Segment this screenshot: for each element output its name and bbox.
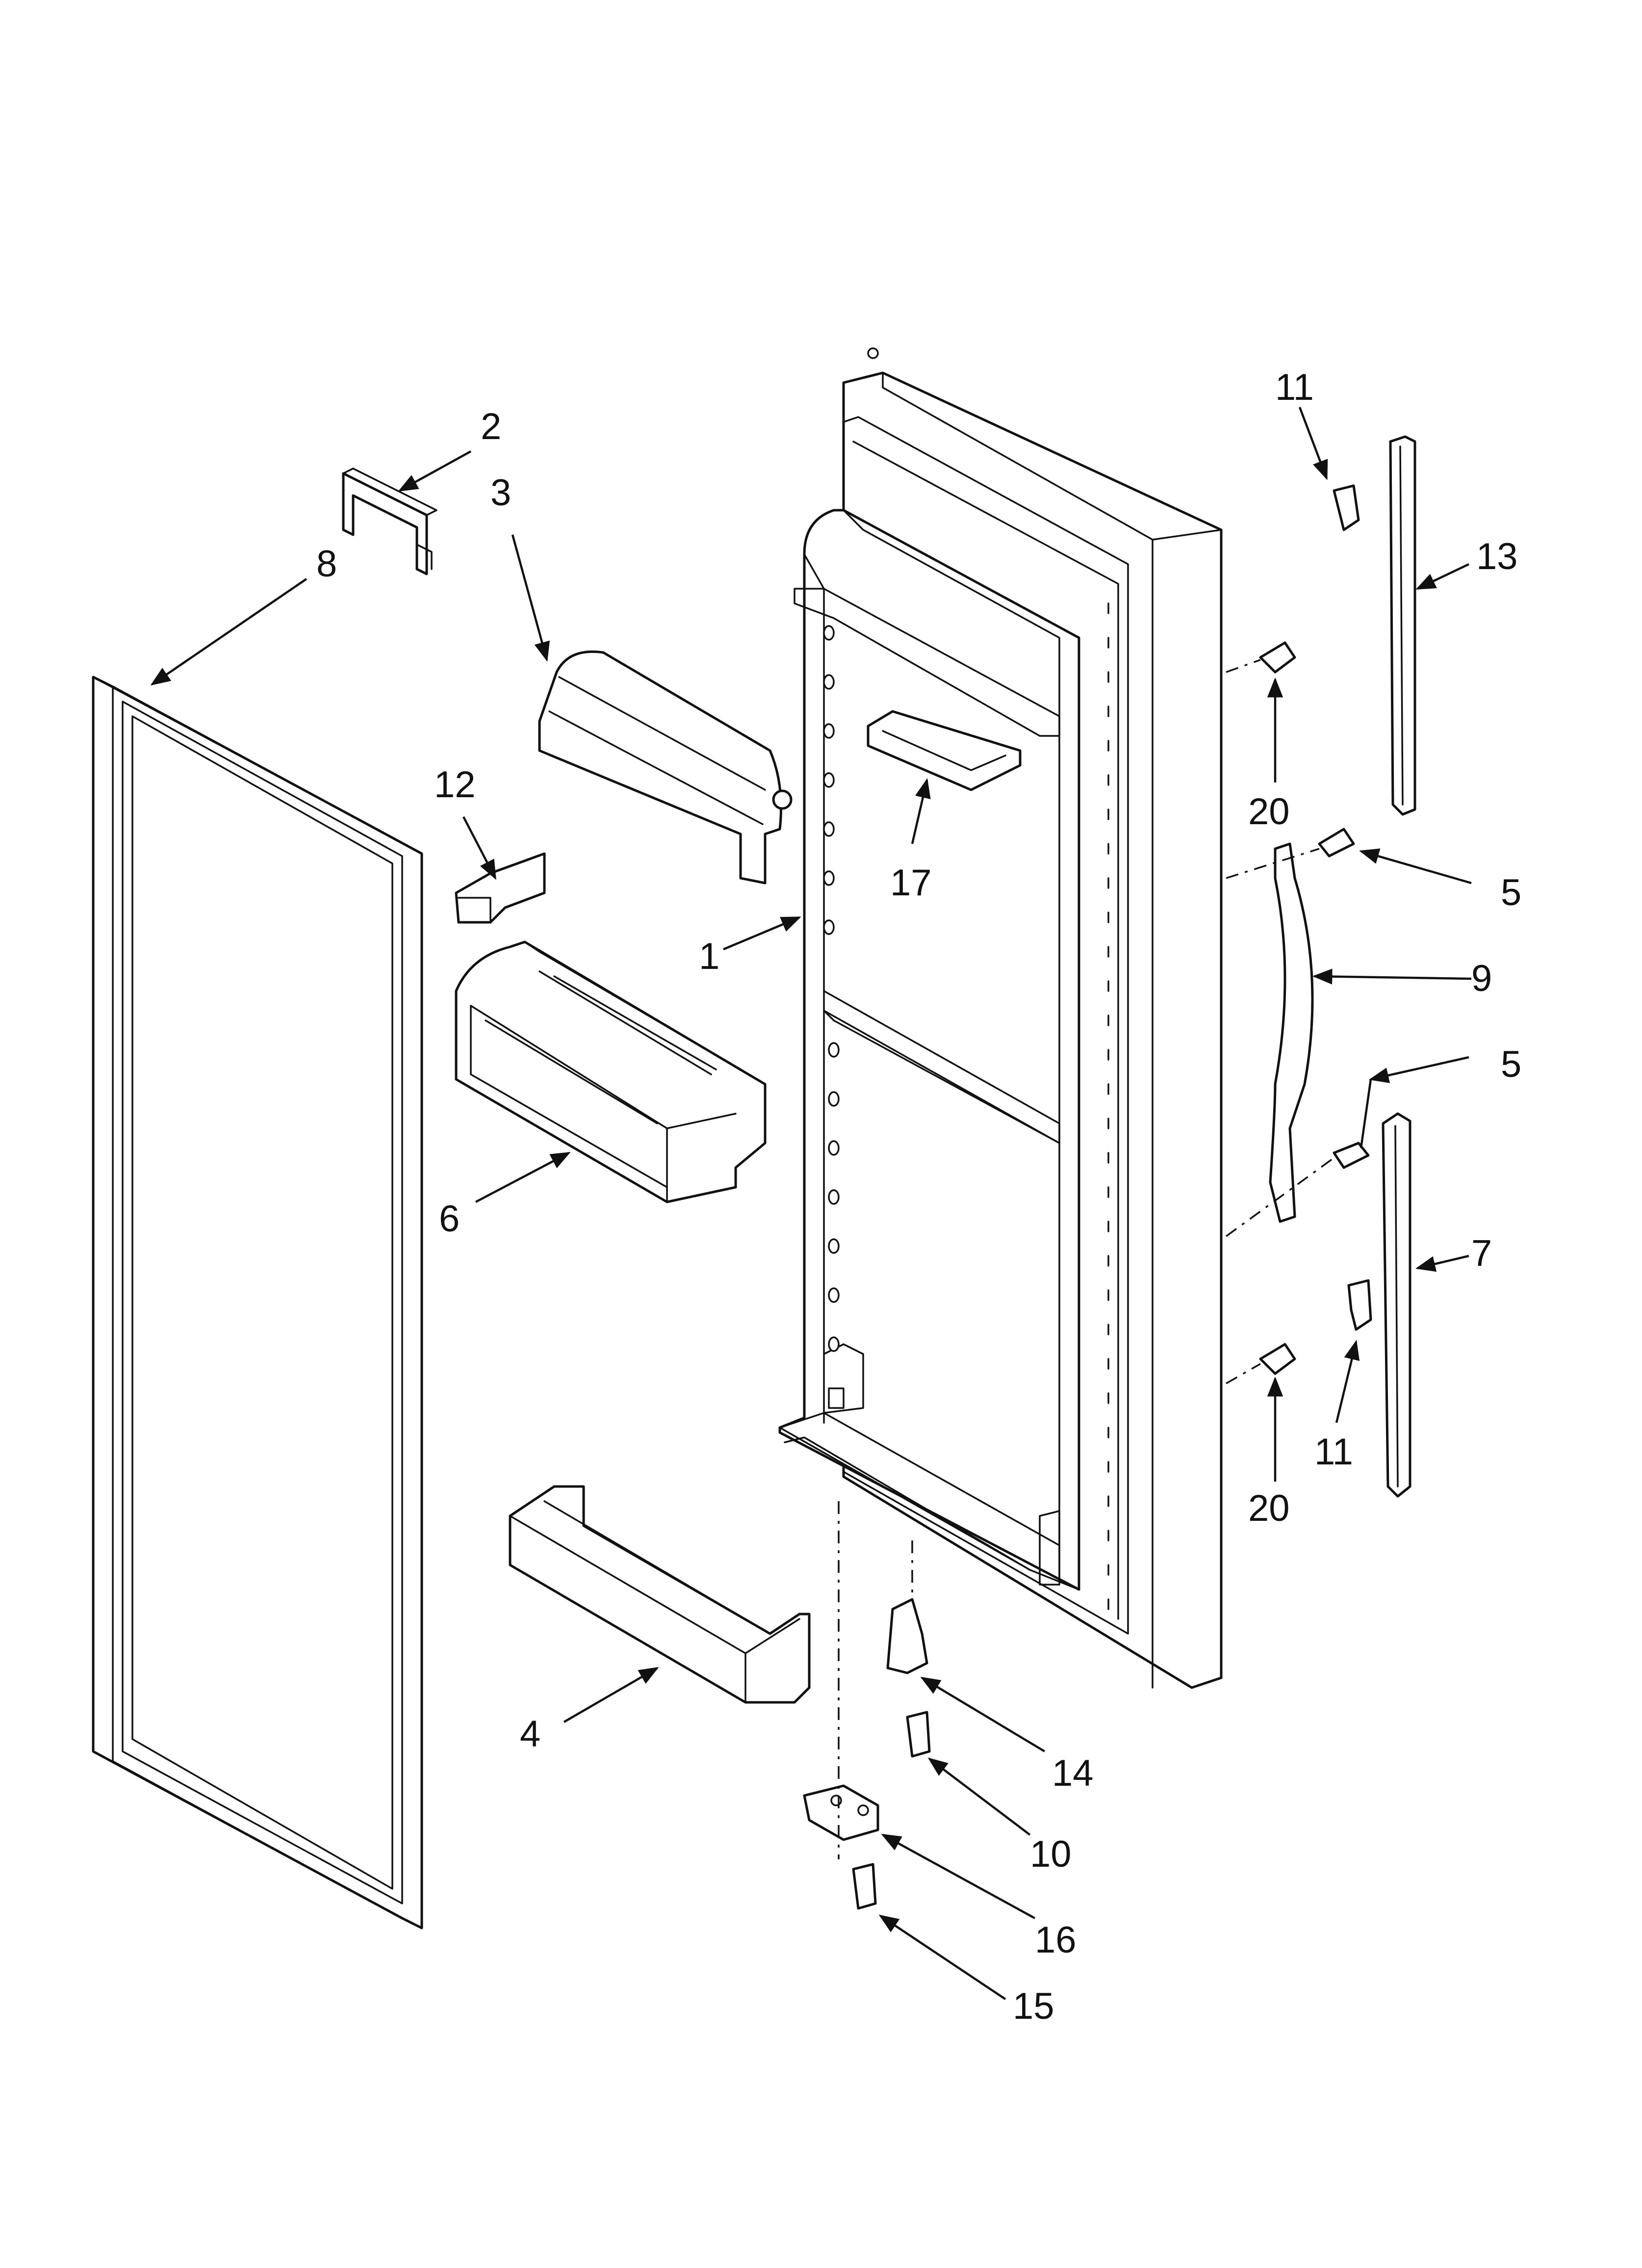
tray-part-17 [867,710,1022,791]
callout-4: 4 [520,1713,540,1755]
handle-part-9 [1269,842,1314,1223]
trim-strip-part-13 [1389,435,1416,816]
callout-2: 2 [481,406,501,447]
screw-part-15 [852,1863,877,1910]
callout-9: 9 [1471,958,1492,999]
callout-5-top: 5 [1501,872,1521,913]
screw-part-20-top [1259,641,1296,674]
door-gasket-part [92,676,423,1929]
callout-17: 17 [890,862,932,904]
callout-12: 12 [434,764,476,806]
bracket-part-2 [342,468,437,575]
screw-part-5-top [1318,828,1355,858]
screw-part-10 [906,1711,931,1758]
alignment-lines [838,659,1335,1859]
callout-11-top: 11 [1275,366,1314,408]
callout-6: 6 [439,1198,460,1240]
callout-10: 10 [1030,1833,1072,1875]
callout-labels: 2 3 8 12 1 17 6 4 11 13 20 5 9 5 7 11 20… [316,366,1521,2027]
screw-part-20-bottom [1259,1343,1296,1375]
screw-part-5-bottom [1333,1142,1370,1169]
dairy-door-part-3 [538,650,793,885]
callout-5-bottom: 5 [1501,1043,1521,1085]
callout-7: 7 [1471,1232,1492,1274]
callout-16: 16 [1035,1919,1077,1961]
clip-part-11-bottom [1347,1279,1372,1331]
clip-part-11-top [1333,484,1360,531]
door-bin-part-6 [455,940,767,1203]
callout-20-top: 20 [1248,791,1290,833]
trim-strip-part-7 [1382,1112,1411,1498]
door-assembly-part-1 [778,347,1223,1689]
hinge-bracket-part-16 [803,1784,879,1841]
callout-14: 14 [1052,1752,1094,1794]
clip-part-12 [455,852,546,924]
callout-8: 8 [316,543,337,585]
callout-1: 1 [699,936,719,977]
callout-15: 15 [1013,1985,1054,2027]
callout-13: 13 [1476,536,1518,577]
hinge-pin-part-14 [886,1598,928,1674]
leader-lines [150,407,1472,2000]
door-shelf-part-4 [509,1485,811,1704]
callout-3: 3 [490,472,511,514]
callout-11-bottom: 11 [1314,1431,1353,1473]
callout-20-bottom: 20 [1248,1487,1290,1529]
